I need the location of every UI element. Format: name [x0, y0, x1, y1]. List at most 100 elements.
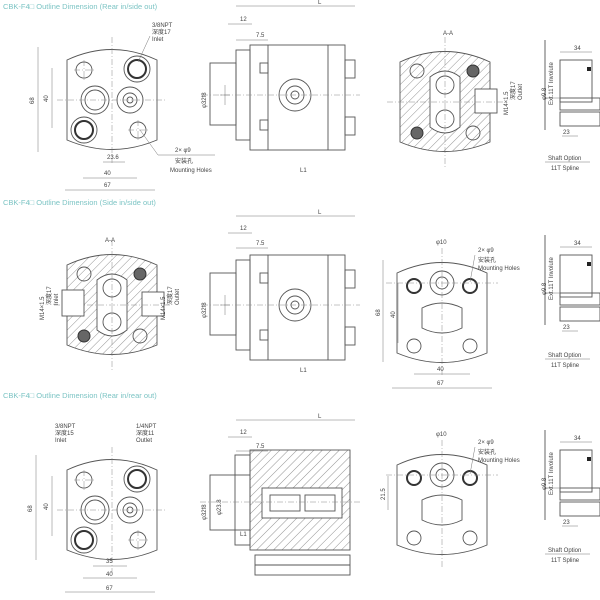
front-dims: 68 40 23.6 40 67 3/8NPT 深度17 Inlet 2× φ9…: [30, 23, 215, 191]
dimension-label: 11T Spline: [551, 558, 580, 564]
front-view: [56, 36, 168, 164]
dimension-label: 2× φ9: [175, 148, 191, 154]
dimension-label: 40: [437, 367, 444, 373]
dimension-label: 21.5: [381, 488, 387, 500]
dimension-label: 67: [104, 183, 111, 189]
section-title: CBK-F4□ Outline Dimension (Side in/side …: [3, 198, 156, 207]
dimension-label: Ext.11T Involute: [549, 257, 555, 300]
dimension-label: L: [318, 210, 322, 216]
section-3: CBK-F4□ Outline Dimension (Rear in/rear …: [3, 391, 600, 593]
dimension-label: 35: [106, 559, 113, 565]
dimension-label: 68: [376, 309, 382, 316]
dimension-label: L1: [240, 532, 247, 538]
dimension-label: A-A: [105, 238, 115, 244]
dimension-label: 67: [106, 586, 113, 592]
side-dims: L 12 7.5 φ32f8 L1: [202, 0, 355, 174]
dimension-label: 40: [44, 95, 50, 102]
dimension-label: 2× φ9: [478, 248, 494, 254]
side-view: [201, 44, 361, 151]
dimension-label: 11T Spline: [551, 363, 580, 369]
back-labels: A-A M14×1.5 深度17 Outlet: [443, 31, 524, 115]
dimension-label: 7.5: [256, 444, 265, 450]
shaft-labels: φ9.8 Ext.11T Involute 34 23 Shaft Option…: [542, 436, 590, 564]
dimension-label: 深度11: [136, 429, 155, 437]
dimension-label: Mounting Holes: [478, 458, 520, 464]
dimension-label: Shaft Option: [548, 548, 581, 554]
dimension-label: 34: [574, 436, 581, 442]
shaft-labels: φ9.8 Ext.11T Involute 34 23 Shaft Option…: [542, 241, 590, 369]
section-2: CBK-F4□ Outline Dimension (Side in/side …: [3, 198, 600, 389]
dimension-label: φ23.8: [217, 499, 223, 515]
dimension-label: 安装孔: [478, 256, 496, 264]
dimension-label: 34: [574, 241, 581, 247]
dimension-label: M14×1.5: [504, 91, 510, 115]
dimension-label: 23: [563, 325, 570, 331]
dimension-label: Inlet: [152, 37, 164, 43]
side-dims: L 12 7.5 φ32f8 φ23.8 L1: [202, 414, 355, 538]
shaft-labels: φ9.8 Ext.11T Involute 34 23 Shaft Option…: [542, 46, 590, 172]
dimension-label: 40: [104, 171, 111, 177]
dimension-label: φ10: [436, 432, 447, 438]
dimension-label: 68: [30, 97, 36, 104]
dimension-label: 7.5: [256, 241, 265, 247]
front-labels: A-A M14×1.5 深度17 Inlet M14×1.5 深度17 Outl…: [40, 238, 181, 320]
dimension-label: 40: [44, 503, 50, 510]
dimension-label: 安装孔: [478, 448, 496, 456]
dimension-label: 68: [28, 505, 34, 512]
dimension-label: 3/8NPT: [152, 23, 173, 29]
dimension-label: 深度17: [509, 81, 517, 100]
front-view: [56, 446, 168, 574]
section-1: CBK-F4□ Outline Dimension (Rear in/side …: [3, 0, 600, 191]
dimension-label: Ext.11T Involute: [549, 62, 555, 105]
section-title: CBK-F4□ Outline Dimension (Rear in/rear …: [3, 391, 157, 400]
dimension-label: 7.5: [256, 33, 265, 39]
dimension-label: 12: [240, 17, 247, 23]
dimension-label: φ9.8: [542, 477, 548, 490]
side-view: [201, 254, 361, 361]
dimension-label: Inlet: [55, 438, 67, 444]
dimension-label: 深度17: [45, 286, 53, 305]
dimension-label: 12: [240, 430, 247, 436]
dimension-label: 12: [240, 226, 247, 232]
dimension-label: Outlet: [175, 289, 181, 305]
dimension-label: Inlet: [54, 293, 60, 305]
dimension-label: 安装孔: [175, 157, 193, 165]
dimension-label: 40: [106, 572, 113, 578]
dimension-label: 2× φ9: [478, 440, 494, 446]
side-dims: L 12 7.5 φ32f8 L1: [202, 210, 355, 374]
back-section-view: [386, 36, 504, 168]
dimension-label: 3/8NPT: [55, 424, 76, 430]
dimension-label: φ32f8: [202, 92, 208, 108]
dimension-label: Mounting Holes: [170, 168, 212, 174]
dimension-label: 34: [574, 46, 581, 52]
dimension-label: M14×1.5: [40, 296, 46, 320]
dimension-label: φ9.8: [542, 282, 548, 295]
dimension-label: Shaft Option: [548, 353, 581, 359]
dimension-label: 1/4NPT: [136, 424, 157, 430]
section-title: CBK-F4□ Outline Dimension (Rear in/side …: [3, 2, 158, 11]
dimension-label: Outlet: [136, 438, 152, 444]
dimension-label: 23: [563, 130, 570, 136]
dimension-label: 67: [437, 381, 444, 387]
dimension-label: L1: [300, 368, 307, 374]
dimension-label: 深度17: [152, 28, 171, 36]
front-dims: 3/8NPT 深度15 Inlet 1/4NPT 深度11 Outlet 68 …: [28, 424, 157, 593]
dimension-label: M14×1.5: [161, 296, 167, 320]
dimension-label: 23.6: [107, 155, 119, 161]
mount-dims: φ10 2× φ9 安装孔 Mounting Holes 21.5: [381, 432, 520, 510]
mount-dims: φ10 2× φ9 安装孔 Mounting Holes 68 40 40 67: [376, 240, 520, 389]
dimension-label: 深度15: [55, 429, 74, 437]
dimension-label: 深度17: [166, 286, 174, 305]
dimension-label: 11T Spline: [551, 166, 580, 172]
dimension-label: Ext.11T Involute: [549, 452, 555, 495]
dimension-label: 23: [563, 520, 570, 526]
dimension-label: φ9.8: [542, 87, 548, 100]
dimension-label: L: [318, 0, 322, 6]
section-view: [200, 449, 360, 576]
dimension-label: φ32f8: [202, 504, 208, 520]
dimension-label: Shaft Option: [548, 156, 581, 162]
dimension-label: Outlet: [518, 84, 524, 100]
dimension-label: φ10: [436, 240, 447, 246]
